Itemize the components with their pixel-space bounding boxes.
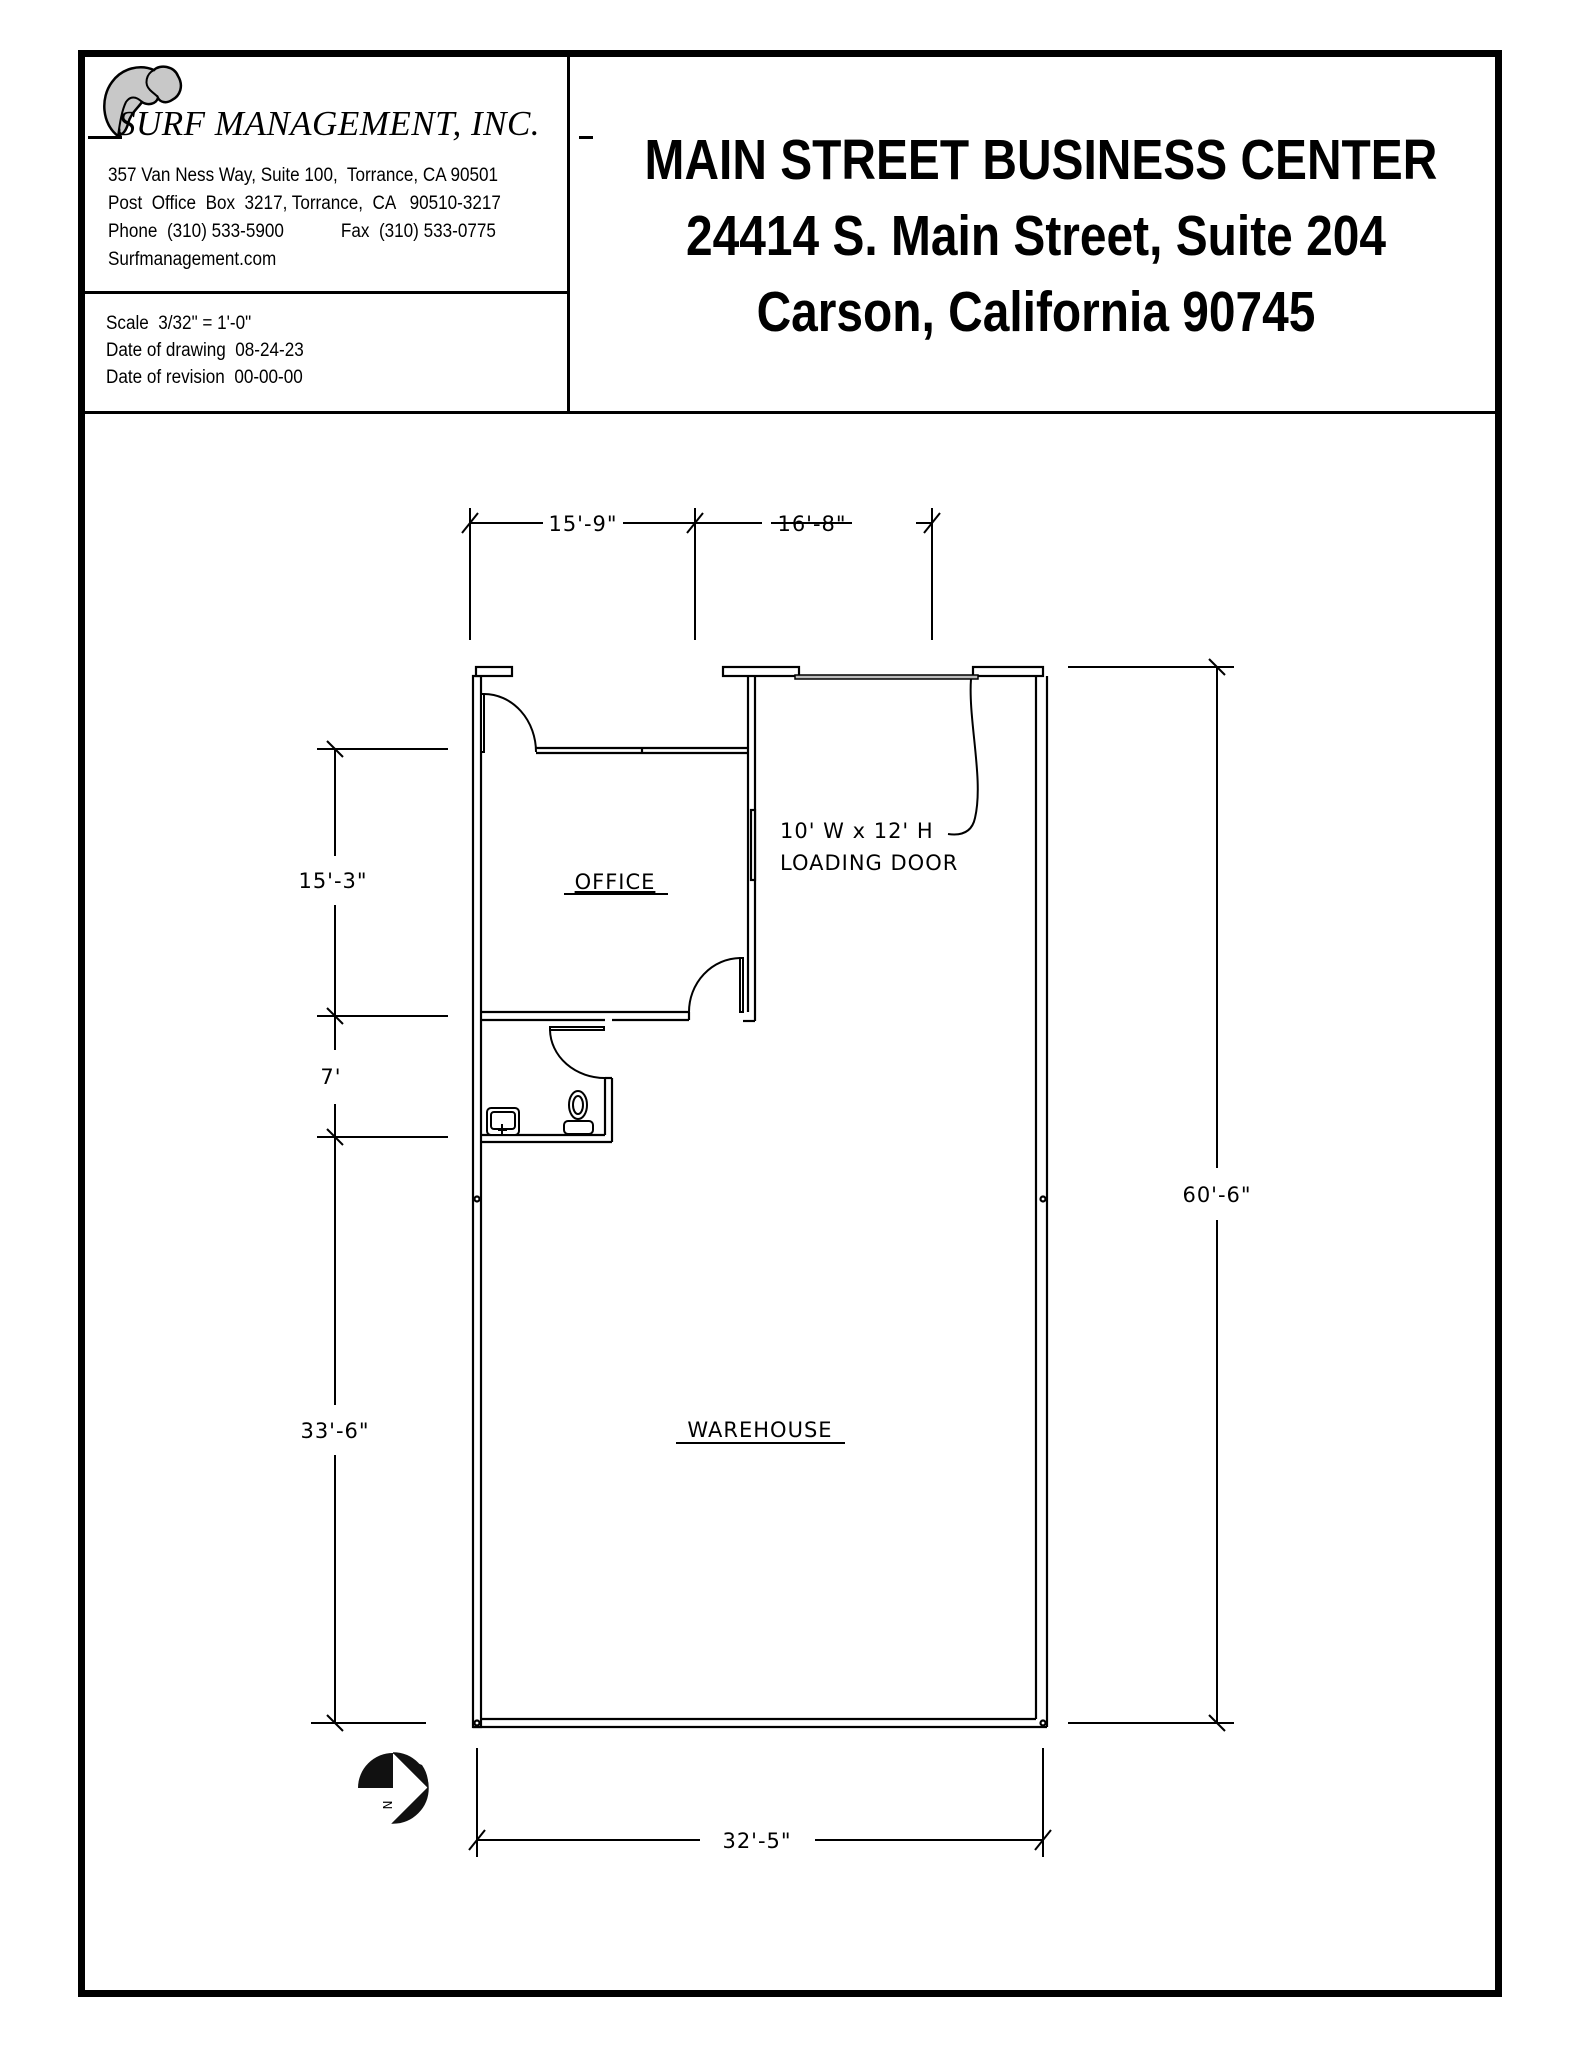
project-street-address: 24414 S. Main Street, Suite 204 [686, 204, 1386, 268]
room-label-warehouse: WAREHOUSE [687, 1418, 832, 1442]
loading-door-size: 10' W x 12' H [780, 819, 934, 843]
office-door-swing [688, 957, 741, 1013]
date-of-revision-label: Date of revision [106, 367, 225, 388]
dim-top-right: 16'-8" [777, 512, 846, 536]
dim-bottom-overall: 32'-5" [722, 1829, 791, 1853]
dim-top-left: 15'-9" [548, 512, 617, 536]
doors [480, 693, 744, 1079]
wave-logo-icon [103, 65, 183, 138]
loading-door-label: LOADING DOOR [780, 851, 958, 875]
company-name: SURF MANAGEMENT, INC. [118, 104, 541, 143]
scale-value: 3/32" = 1'-0" [158, 313, 252, 334]
drawing-info: Scale 3/32" = 1'-0" Date of drawing 08-2… [106, 310, 304, 391]
header-vertical-divider [567, 50, 570, 414]
phone-label: Phone [108, 221, 158, 242]
logo-underline-right [579, 136, 593, 139]
fax-number: (310) 533-0775 [378, 221, 496, 242]
dimension-lines [311, 508, 1234, 1857]
fax-label: Fax [340, 221, 370, 242]
room-labels: OFFICE WAREHOUSE 10' W x 12' H LOADING D… [564, 819, 958, 1444]
date-of-drawing-label: Date of drawing [106, 340, 226, 361]
room-label-office: OFFICE [575, 870, 656, 894]
office-door-leaf [739, 957, 744, 1013]
dimension-labels: 15'-9" 16'-8" 15'-3" 7' 33'-6" 60'-6" 32… [298, 512, 1251, 1853]
phone-number: (310) 533-5900 [166, 221, 284, 242]
scale-label: Scale [106, 313, 149, 334]
restroom-fixtures [486, 1090, 594, 1136]
entry-door-leaf [480, 693, 485, 753]
company-contact: 357 Van Ness Way, Suite 100, Torrance, C… [108, 162, 501, 274]
dim-left-warehouse: 33'-6" [300, 1419, 369, 1443]
dim-right-overall: 60'-6" [1182, 1183, 1251, 1207]
north-label: N [380, 1801, 394, 1810]
drawing-border-frame [78, 50, 1502, 1997]
dim-left-restroom: 7' [320, 1065, 341, 1089]
restroom-door-swing [549, 1029, 606, 1079]
company-website: Surfmanagement.com [108, 249, 277, 270]
north-arrow-icon: N [358, 1752, 429, 1824]
entry-door-swing [483, 693, 537, 753]
toilet-icon [563, 1090, 594, 1135]
dim-left-office: 15'-3" [298, 869, 367, 893]
sink-icon [486, 1107, 520, 1136]
header-info-divider [78, 291, 569, 294]
date-of-drawing: 08-24-23 [235, 340, 304, 361]
company-po-box: Post Office Box 3217, Torrance, CA 90510… [108, 193, 501, 214]
building-walls [471, 665, 1049, 1729]
restroom-door-leaf [549, 1026, 605, 1031]
header-bottom-divider [78, 411, 1502, 414]
project-title-block: MAIN STREET BUSINESS CENTER 24414 S. Mai… [570, 122, 1502, 350]
project-city-state-zip: Carson, California 90745 [756, 280, 1316, 344]
company-address: 357 Van Ness Way, Suite 100, Torrance, C… [108, 165, 499, 186]
logo-underline-left [88, 136, 122, 139]
project-name: MAIN STREET BUSINESS CENTER [644, 128, 1438, 192]
date-of-revision: 00-00-00 [234, 367, 303, 388]
